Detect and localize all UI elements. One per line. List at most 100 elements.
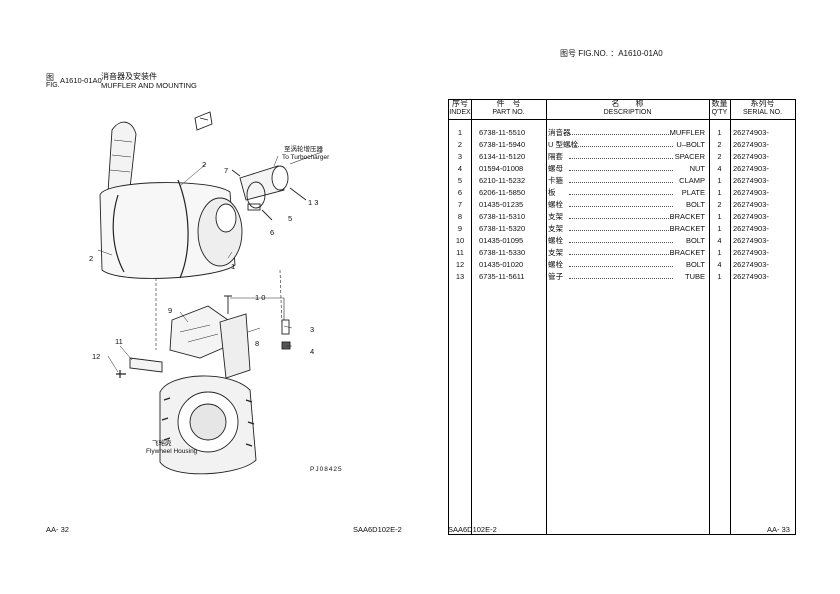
fig-title-en: MUFFLER AND MOUNTING: [101, 81, 197, 90]
dotted-leader: [569, 182, 673, 183]
callout-8: 8: [255, 339, 260, 348]
row-description-en: SPACER: [674, 152, 705, 161]
row-serial: 26274903-: [733, 176, 769, 185]
dotted-leader: [569, 158, 673, 159]
callout-3: 3: [310, 325, 315, 334]
row-part-no: 6738-11-5510: [479, 128, 526, 137]
row-part-no: 6738-11-5940: [479, 140, 526, 149]
row-description-en: TUBE: [684, 272, 705, 281]
row-description-en: BRACKET: [669, 212, 705, 221]
row-part-no: 01435-01020: [479, 260, 524, 269]
row-index: 6: [457, 188, 463, 197]
bracket-8: [219, 313, 251, 379]
row-description-cn: 螺栓: [548, 260, 563, 269]
row-description-cn: 支架: [548, 212, 563, 221]
callout-6: 6: [270, 228, 275, 237]
callout-7: 7: [224, 166, 229, 175]
row-serial: 26274903-: [733, 140, 769, 149]
row-description-en: U–BOLT: [676, 140, 705, 149]
nut-part: [281, 341, 291, 350]
u-bolt-right: [177, 179, 189, 279]
bolt-12: [116, 370, 126, 378]
left-page-number: AA- 32: [46, 525, 69, 534]
row-serial: 26274903-: [733, 272, 769, 281]
row-qty: 4: [717, 260, 722, 269]
row-description-en: CLAMP: [679, 176, 705, 185]
row-index: 9: [457, 224, 463, 233]
row-index: 13: [455, 272, 465, 281]
row-description-en: BRACKET: [669, 248, 705, 257]
fig-title-cn: 消音器及安装件: [101, 72, 157, 81]
flywheel-label-cn: 飞轮壳: [152, 440, 172, 447]
u-bolt-left: [112, 194, 125, 273]
table-row: 10 01435-01095 4 26274903- 螺栓 BOLT: [449, 235, 795, 247]
callout-9: 9: [168, 306, 173, 315]
row-serial: 26274903-: [733, 236, 769, 245]
dotted-leader: [569, 242, 673, 243]
row-description-en: BOLT: [685, 260, 705, 269]
row-qty: 2: [717, 140, 722, 149]
right-fig-label: 图号 FIG.NO. ：A1610-01A0: [560, 49, 663, 58]
row-part-no: 6738-11-5310: [479, 212, 526, 221]
row-part-no: 01435-01235: [479, 200, 524, 209]
drawing-code: PJ08425: [310, 466, 343, 473]
row-description-cn: 板: [548, 188, 556, 197]
row-index: 3: [457, 152, 463, 161]
row-description-cn: 支架: [548, 248, 563, 257]
row-index: 5: [457, 176, 463, 185]
row-part-no: 6738-11-5330: [479, 248, 526, 257]
callout-2b: 2: [89, 254, 94, 263]
row-part-no: 01594-01008: [479, 164, 524, 173]
row-qty: 2: [717, 200, 722, 209]
row-description-en: BOLT: [685, 236, 705, 245]
row-qty: 1: [717, 224, 722, 233]
dotted-leader: [569, 146, 673, 147]
row-serial: 26274903-: [733, 152, 769, 161]
callout-5: 5: [288, 214, 293, 223]
header-index: 序号 INDEX: [449, 99, 471, 116]
row-serial: 26274903-: [733, 188, 769, 197]
row-qty: 4: [717, 236, 722, 245]
row-description-cn: 螺栓: [548, 236, 563, 245]
row-part-no: 6210-11-5232: [479, 176, 526, 185]
row-serial: 26274903-: [733, 212, 769, 221]
row-index: 4: [457, 164, 463, 173]
header-description: 名 称 DESCRIPTION: [603, 99, 652, 116]
row-index: 7: [457, 200, 463, 209]
table-row: 2 6738-11-5940 2 26274903- U 型螺栓 U–BOLT: [449, 139, 795, 151]
row-qty: 1: [717, 176, 722, 185]
row-description-cn: U 型螺栓: [548, 140, 578, 149]
dotted-leader: [569, 206, 673, 207]
row-description-cn: 消音器: [548, 128, 571, 137]
right-page-number: AA- 33: [767, 525, 790, 534]
row-qty: 1: [717, 212, 722, 221]
clamp-part: [246, 181, 266, 209]
dotted-leader: [569, 170, 673, 171]
row-description-en: BOLT: [685, 200, 705, 209]
row-index: 12: [455, 260, 465, 269]
row-description-en: MUFFLER: [669, 128, 705, 137]
row-serial: 26274903-: [733, 200, 769, 209]
dotted-leader: [569, 266, 673, 267]
callout-4: 4: [310, 347, 315, 356]
left-page-model: SAA6D102E-2: [353, 525, 402, 534]
row-description-cn: 管子: [548, 272, 563, 281]
row-part-no: 01435-01095: [479, 236, 524, 245]
row-index: 10: [455, 236, 465, 245]
row-part-no: 6735-11-5611: [479, 272, 525, 281]
fig-number: A1610-01A0: [60, 76, 102, 85]
arrow-marker: [194, 111, 213, 131]
fig-prefix-en: FIG.: [46, 82, 60, 89]
header-part-no: 件 号 PART NO.: [492, 99, 525, 116]
row-description-en: BRACKET: [669, 224, 705, 233]
bracket-11: [129, 357, 163, 373]
row-index: 2: [457, 140, 463, 149]
row-qty: 1: [717, 188, 722, 197]
